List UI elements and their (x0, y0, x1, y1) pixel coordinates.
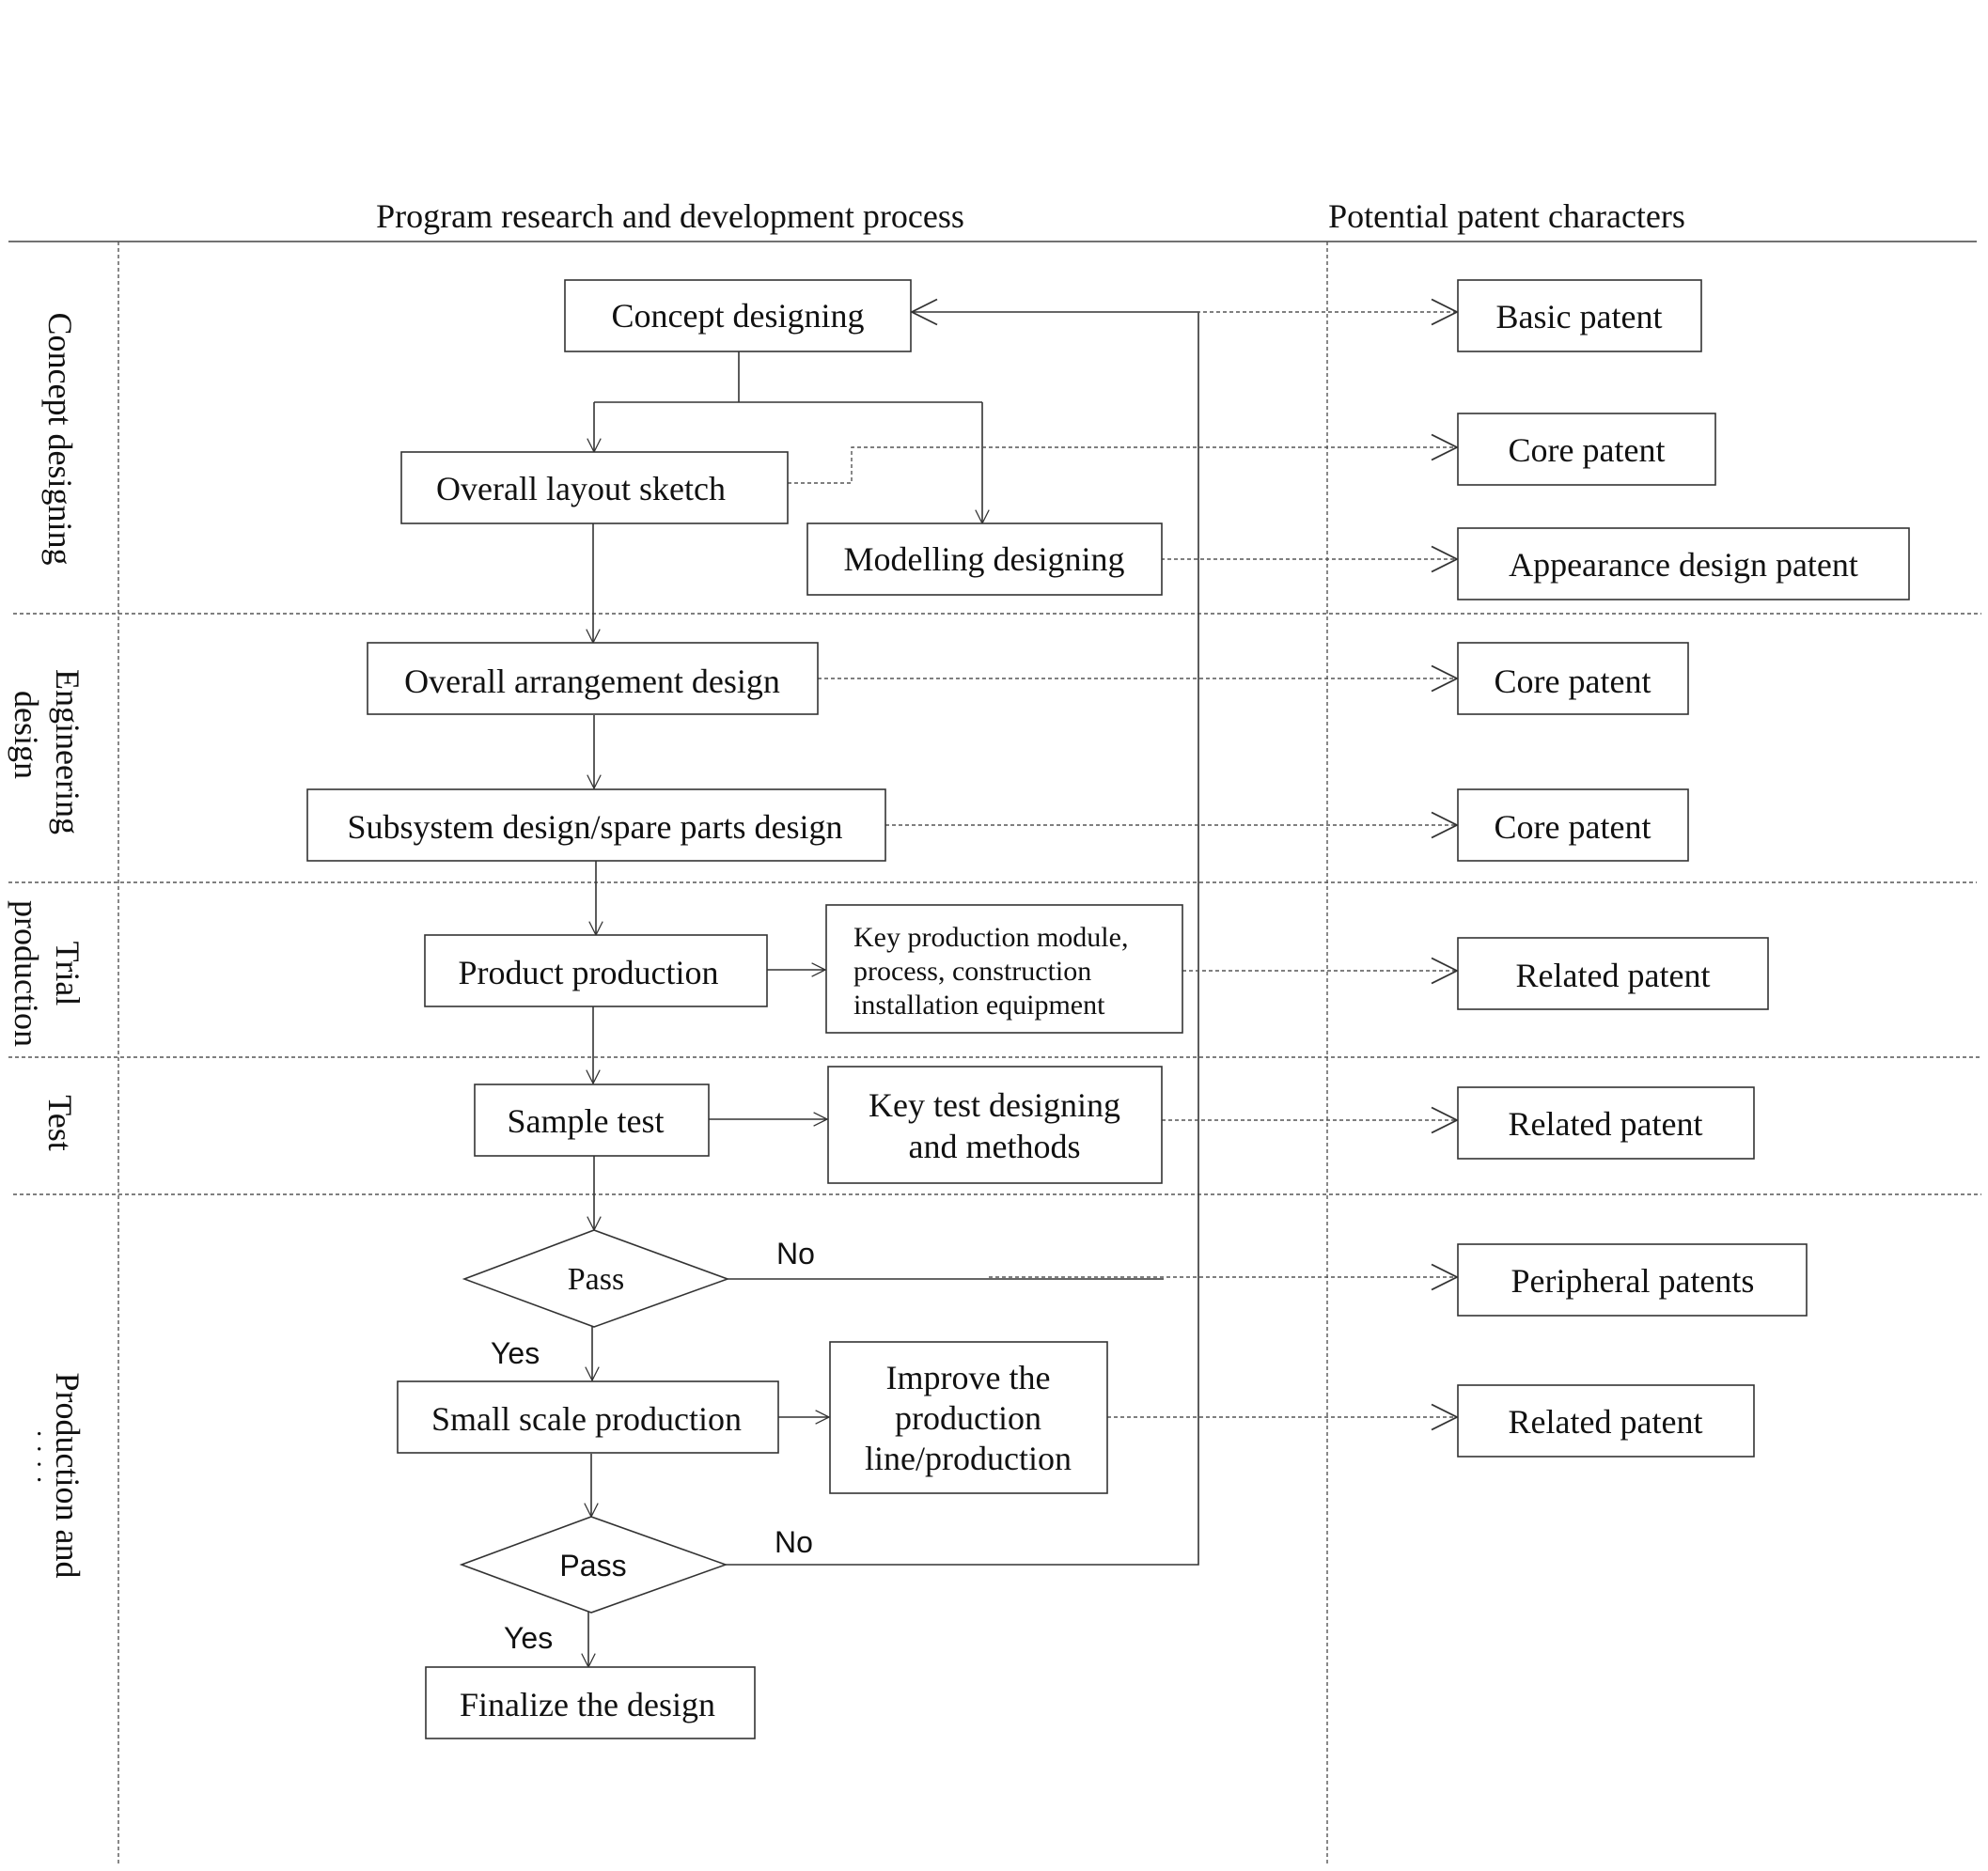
node-overall-layout-sketch: Overall layout sketch (400, 451, 789, 524)
node-key-test-line-2: and methods (909, 1128, 1081, 1165)
node-sample-test: Sample test (474, 1084, 710, 1157)
node-key-production-line-1: Key production module, (853, 922, 1128, 953)
patent-related-2-label: Related patent (1509, 1105, 1703, 1143)
node-overall-layout-sketch-label: Overall layout sketch (436, 470, 726, 507)
node-improve-production-line: Improve the production line/production (829, 1341, 1108, 1494)
node-improve-line-1: Improve the (886, 1359, 1051, 1396)
decision-pass-2: Pass (459, 1516, 728, 1614)
patent-peripheral-label: Peripheral patents (1511, 1262, 1755, 1300)
edge-label-yes-1: Yes (491, 1336, 540, 1370)
connector-concept-split (594, 351, 982, 403)
node-product-production-label: Product production (459, 954, 719, 991)
stage-label-production-2: · · · · (23, 1429, 53, 1484)
node-subsystem-design-label: Subsystem design/spare parts design (348, 808, 843, 846)
edge-label-no-2: No (775, 1525, 813, 1559)
node-finalize-design: Finalize the design (425, 1666, 756, 1739)
process-column-header: Program research and development process (376, 197, 964, 235)
patent-related-1: Related patent (1457, 937, 1769, 1010)
node-key-production-module: Key production module, process, construc… (825, 904, 1183, 1034)
stage-label-test: Test (41, 1095, 79, 1150)
patent-core-1-label: Core patent (1509, 431, 1666, 469)
node-product-production: Product production (424, 934, 768, 1007)
stage-label-trial-2: production (8, 900, 45, 1047)
patent-core-3-label: Core patent (1495, 808, 1651, 846)
patent-appearance-label: Appearance design patent (1509, 546, 1858, 584)
node-key-production-line-3: installation equipment (853, 990, 1105, 1021)
node-improve-line-2: production (895, 1399, 1041, 1437)
patent-column-header: Potential patent characters (1328, 197, 1685, 235)
patent-appearance: Appearance design patent (1457, 527, 1910, 600)
stage-label-engineering-2: design (8, 691, 45, 779)
node-sample-test-label: Sample test (508, 1102, 665, 1140)
node-concept-designing-label: Concept designing (612, 297, 865, 335)
patent-related-2: Related patent (1457, 1086, 1755, 1160)
edge-label-yes-2: Yes (504, 1621, 553, 1655)
patent-related-1-label: Related patent (1516, 957, 1711, 994)
node-improve-line-3: line/production (865, 1440, 1072, 1477)
edge-label-no-1: No (776, 1237, 815, 1271)
node-finalize-design-label: Finalize the design (460, 1686, 715, 1723)
decision-pass-1-label: Pass (568, 1262, 624, 1297)
stage-label-production-1: Production and (49, 1373, 86, 1579)
patent-basic-label: Basic patent (1496, 298, 1663, 335)
patent-basic: Basic patent (1457, 279, 1702, 352)
patent-core-2: Core patent (1457, 642, 1689, 715)
stage-label-concept: Concept designing (41, 313, 79, 566)
patent-core-3: Core patent (1457, 788, 1689, 862)
node-modelling-designing-label: Modelling designing (844, 540, 1125, 578)
node-key-production-line-2: process, construction (853, 956, 1091, 987)
node-key-test-designing: Key test designing and methods (827, 1066, 1163, 1184)
decision-pass-1: Pass (462, 1229, 730, 1328)
stage-label-engineering-1: Engineering (49, 669, 86, 834)
node-small-scale-production-label: Small scale production (431, 1400, 742, 1438)
patent-core-2-label: Core patent (1495, 663, 1651, 700)
node-small-scale-production: Small scale production (397, 1380, 779, 1454)
node-subsystem-design: Subsystem design/spare parts design (306, 788, 886, 862)
stage-label-trial-1: Trial (49, 942, 86, 1006)
patent-peripheral: Peripheral patents (1457, 1243, 1808, 1317)
patent-core-1: Core patent (1457, 413, 1716, 486)
patent-related-3: Related patent (1457, 1384, 1755, 1458)
decision-pass-2-label: Pass (559, 1549, 626, 1583)
node-overall-arrangement-design-label: Overall arrangement design (404, 663, 780, 700)
dashed-to-core-patent-1 (788, 447, 1457, 484)
patent-related-3-label: Related patent (1509, 1403, 1703, 1441)
node-key-test-line-1: Key test designing (869, 1086, 1120, 1124)
node-modelling-designing: Modelling designing (806, 522, 1163, 596)
node-overall-arrangement-design: Overall arrangement design (367, 642, 819, 715)
node-concept-designing: Concept designing (564, 279, 912, 352)
loopback-pass-2-no (726, 312, 1199, 1566)
